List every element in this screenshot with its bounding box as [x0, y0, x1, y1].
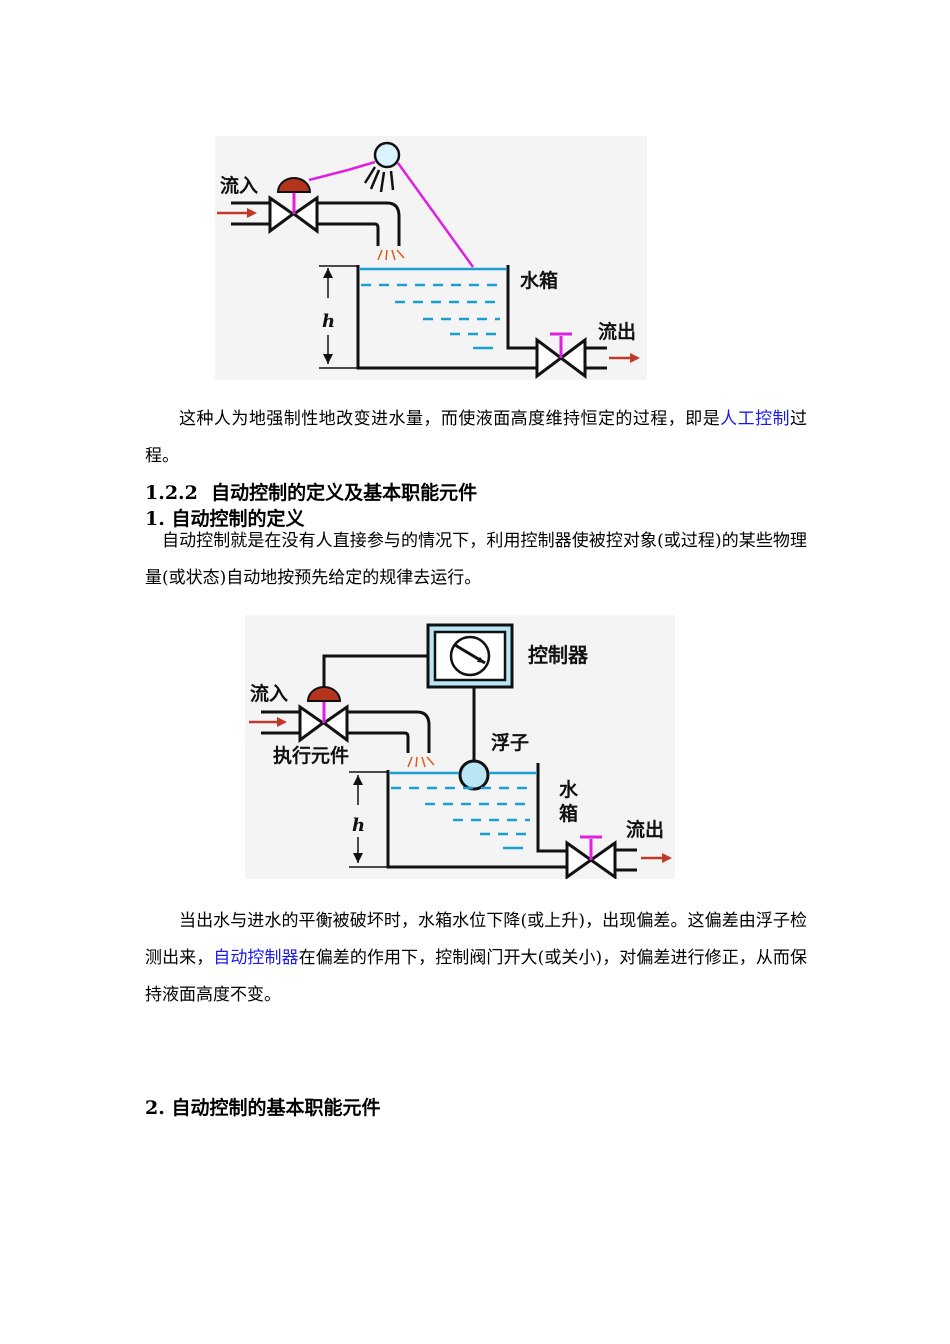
subheading-basic-elements: 2. 自动控制的基本职能元件: [145, 1097, 381, 1119]
link-manual-control[interactable]: 人工控制: [720, 409, 791, 429]
automatic-control-diagram: 控制器 浮子 流入 执行元件: [249, 623, 672, 879]
tank-label-1: 水: [559, 779, 579, 801]
paragraph3-text-before: 当出水与进水的平衡被破坏时，水箱水位下降(或上升)，出现偏差。这偏差由浮子检测出…: [145, 911, 807, 968]
height-label: h: [352, 815, 365, 836]
paragraph1-text-before: 这种人为地强制性地改变进水量，而使液面高度维持恒定的过程，即是: [179, 409, 721, 429]
manual-control-diagram: h 流入 水箱 流出: [217, 141, 640, 379]
controller-label: 控制器: [528, 643, 589, 667]
outflow-label: 流出: [626, 818, 664, 841]
height-label: h: [322, 311, 335, 332]
outflow-label: 流出: [598, 320, 636, 343]
paragraph-definition: 自动控制就是在没有人直接参与的情况下，利用控制器使被控对象(或过程)的某些物理量…: [145, 531, 807, 588]
inflow-label: 流入: [220, 174, 258, 197]
figure-manual-control: h 流入 水箱 流出: [215, 136, 647, 380]
tank-label-2: 箱: [559, 802, 578, 825]
float-label: 浮子: [491, 731, 529, 754]
actuator-label: 执行元件: [273, 744, 349, 767]
section-heading: 1.2.2 自动控制的定义及基本职能元件: [145, 482, 478, 504]
subheading-definition: 1. 自动控制的定义: [145, 508, 305, 530]
paragraph-deviation: 当出水与进水的平衡被破坏时，水箱水位下降(或上升)，出现偏差。这偏差由浮子检测出…: [145, 903, 807, 1014]
link-automatic-controller[interactable]: 自动控制器: [213, 948, 299, 968]
inflow-label: 流入: [250, 682, 288, 705]
paragraph1-text-after: 过程。: [145, 409, 808, 466]
paragraph3-text-after: 在偏差的作用下，控制阀门开大(或关小)，对偏差进行修正，从而保持液面高度不变。: [145, 948, 808, 1005]
paragraph-manual-control: 这种人为地强制性地改变进水量，而使液面高度维持恒定的过程，即是人工控制过程。: [145, 401, 807, 475]
tank-label: 水箱: [520, 269, 558, 292]
figure-automatic-control: 控制器 浮子 流入 执行元件: [245, 615, 675, 879]
